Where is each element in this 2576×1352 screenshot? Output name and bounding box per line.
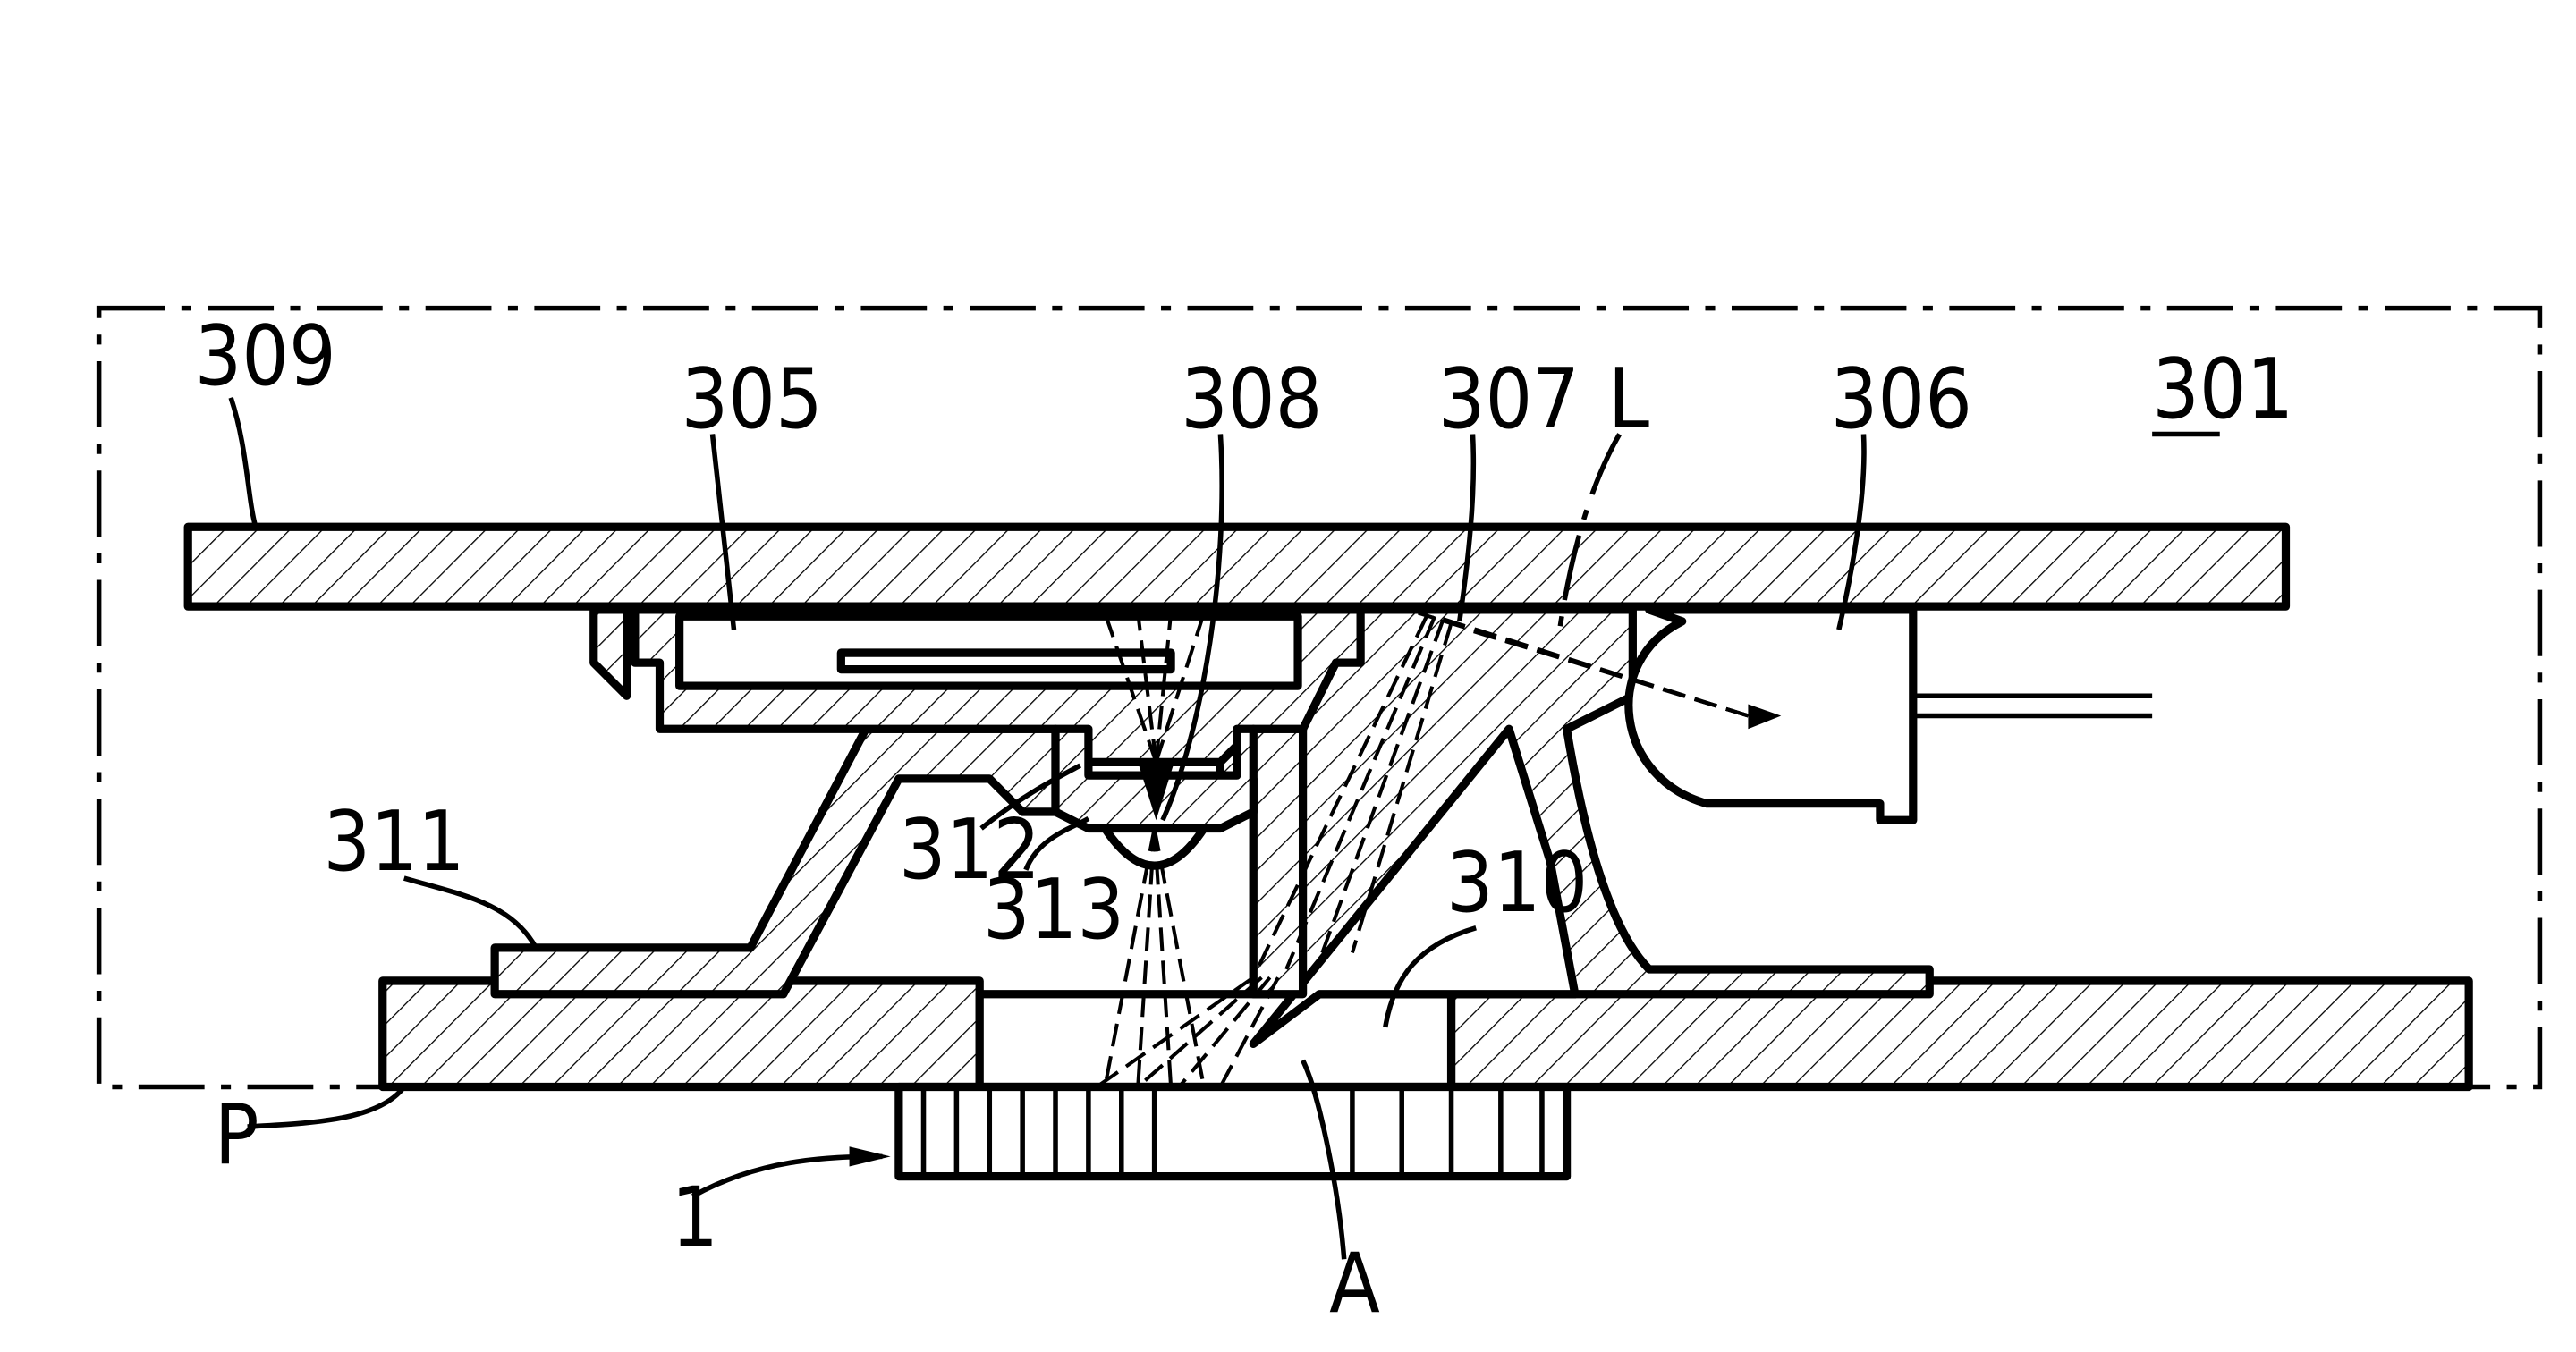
label-1: 1 [671, 1169, 718, 1265]
knob-1[interactable] [899, 1087, 1567, 1177]
label-301: 301 [2152, 341, 2293, 437]
label-309: 309 [195, 308, 336, 404]
label-313: 313 [983, 861, 1124, 958]
label-311: 311 [323, 793, 464, 890]
label-306: 306 [1831, 351, 1972, 447]
label-307: 307 [1438, 351, 1580, 447]
label-305: 305 [681, 351, 822, 447]
label-A: A [1329, 1235, 1380, 1331]
label-L: L [1608, 351, 1649, 447]
label-308: 308 [1181, 351, 1322, 447]
top-plate-309 [188, 527, 2285, 606]
label-P: P [215, 1086, 259, 1183]
label-310: 310 [1446, 834, 1588, 931]
